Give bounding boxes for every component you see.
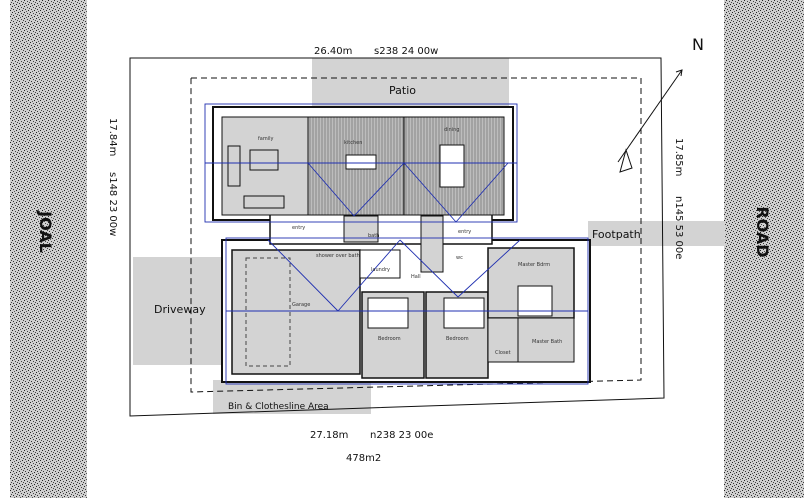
site-boundary (129, 57, 665, 417)
master-label: Master Bdrm (518, 262, 550, 268)
left-bearing: s148 23 00w (107, 172, 118, 236)
bed-master (517, 285, 553, 317)
top-dim: 26.40m (314, 46, 352, 57)
patio-label: Patio (389, 84, 416, 97)
sofa (227, 145, 241, 187)
footpath-area (588, 221, 725, 246)
bottom-bearing: n238 23 00e (370, 430, 433, 441)
laundry-room (359, 249, 401, 279)
road-right (724, 0, 804, 498)
dining-table (439, 144, 465, 188)
closet-room (487, 317, 519, 363)
driveway-label: Driveway (154, 303, 206, 316)
closet-label: Closet (495, 350, 511, 356)
sofa-2 (243, 195, 285, 209)
road-left-label: JOAL (36, 210, 55, 253)
house-link (269, 213, 493, 245)
bedroom1-label: Bedroom (378, 336, 401, 342)
kitchen-label: kitchen (344, 140, 362, 146)
garage-label: Garage (292, 302, 310, 308)
garage-room (231, 249, 361, 375)
right-dim: 17.85m (673, 138, 684, 176)
wc-label: wc (456, 255, 463, 261)
roof-guides (204, 103, 589, 385)
ensuite-label: Master Bath (532, 339, 562, 345)
site-area: 478m2 (346, 453, 381, 464)
laundry-label: laundry (371, 267, 390, 273)
right-bearing: n145 53 00e (673, 196, 684, 259)
car-space (245, 257, 291, 367)
bedroom2-label: Bedroom (446, 336, 469, 342)
patio-area (312, 58, 509, 108)
hall-label: Hall (411, 274, 421, 280)
footpath-label: Footpath (592, 228, 641, 241)
bin-label: Bin & Clothesline Area (228, 402, 329, 412)
north-arrow-icon (617, 69, 683, 173)
road-right-label: ROAD (753, 206, 772, 257)
left-dim: 17.84m (107, 118, 118, 156)
setback-line (190, 77, 642, 393)
ensuite-room (517, 317, 575, 363)
family-label: family (258, 136, 273, 142)
road-left (10, 0, 87, 498)
bottom-dim: 27.18m (310, 430, 348, 441)
bed-2 (443, 297, 485, 329)
bath-label: bath (368, 233, 379, 239)
coffee-table (249, 149, 279, 171)
kitchen-island (345, 154, 377, 170)
dining-label: dining (444, 127, 459, 133)
top-bearing: s238 24 00w (374, 46, 438, 57)
shower-label: shower over bath (316, 253, 360, 259)
driveway-area (133, 257, 222, 365)
bed-1 (367, 297, 409, 329)
entry-right-label: entry (458, 229, 471, 235)
family-room (221, 116, 309, 216)
entry-left-label: entry (292, 225, 305, 231)
north-label: N (692, 35, 704, 54)
